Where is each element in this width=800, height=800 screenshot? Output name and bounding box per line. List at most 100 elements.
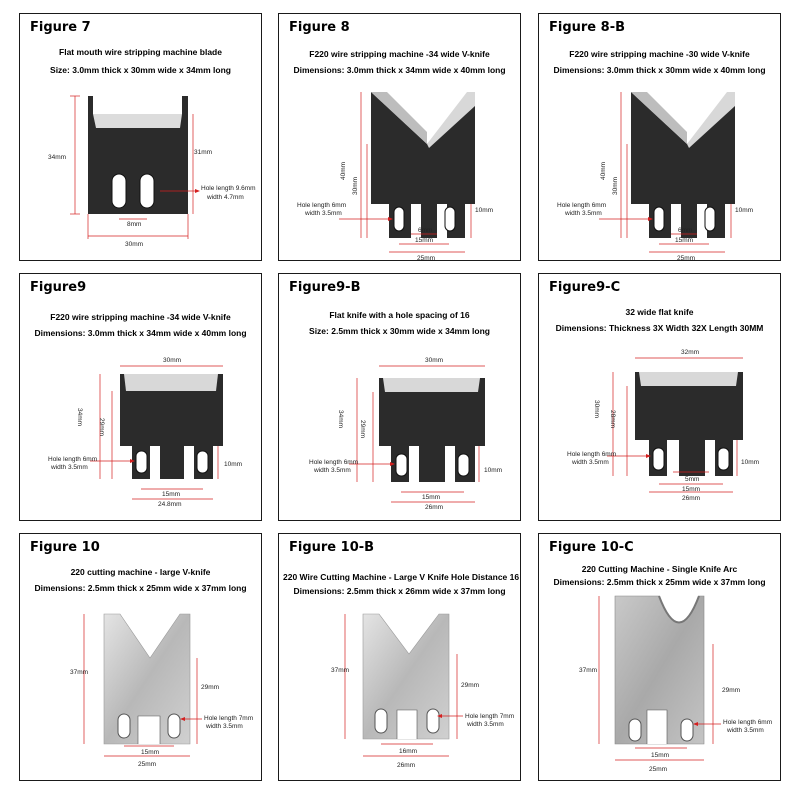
dim-hole-width: width 3.5mm [304,210,342,217]
dim-hole-length: Hole length 6mm [309,459,358,466]
figure-dimensions: Size: 3.0mm thick x 30mm wide x 34mm lon… [50,65,231,75]
figure-dimensions: Dimensions: 3.0mm thick x 30mm wide x 40… [553,65,766,75]
figure-caption: Flat mouth wire stripping machine blade [59,47,222,57]
dim-mid: 15mm [675,237,693,244]
figure-panel-9: Figure9 F220 wire stripping machine -34 … [19,273,262,521]
dim-inner: 29mm [98,418,105,436]
figure-label: Figure9-C [549,280,621,295]
figure-panel-10b: Figure 10-B 220 Wire Cutting Machine - L… [278,533,521,781]
figure-caption: F220 wire stripping machine -34 wide V-k… [309,49,490,59]
dim-width: 25mm [138,761,156,768]
dim-height: 34mm [337,410,344,428]
dim-side: 10mm [484,467,502,474]
dim-height: 37mm [70,669,88,676]
dim-hole-width: width 3.5mm [50,464,88,471]
dim-mid: 15mm [415,237,433,244]
figure-caption: Flat knife with a hole spacing of 16 [329,310,470,320]
dim-hole-width: width 3.5mm [466,721,504,728]
dim-inner: 30mm [612,177,619,195]
dim-width: 30mm [125,241,143,248]
dim-width: 26mm [425,504,443,511]
dim-hole-length: Hole length 7mm [465,713,514,720]
dim-spacing: 8mm [127,221,141,228]
figure-label: Figure9-B [289,280,361,295]
blade-drawing: 32mm 30mm 28mm Hole length 6mm width 3.5… [567,349,759,502]
blade-drawing: 37mm 29mm Hole length 6mm width 3.5mm 15… [579,595,772,773]
dim-spacing: 6mm [678,227,692,234]
dim-inner: 30mm [352,177,359,195]
figure-panel-8: Figure 8 F220 wire stripping machine -34… [278,13,521,261]
dim-width: 25mm [649,766,667,773]
figure-caption: 220 cutting machine - large V-knife [70,567,211,577]
figure-label: Figure 10-B [289,540,375,555]
dim-width: 26mm [397,762,415,769]
dim-side: 10mm [735,207,753,214]
figure-dimensions: Dimensions: Thickness 3X Width 32X Lengt… [555,323,764,333]
dim-height: 30mm [593,400,600,418]
dim-width: 26mm [682,495,700,502]
figure-dimensions: Dimensions: 2.5mm thick x 25mm wide x 37… [553,577,766,587]
figure-label: Figure 10 [30,540,100,555]
dim-mid: 15mm [651,752,669,759]
blade-drawing: 30mm 34mm 29mm Hole length 6mm width 3.5… [309,357,502,511]
dim-height: 34mm [48,154,66,161]
figure-label: Figure 8-B [549,20,626,35]
dim-hole-width: width 3.5mm [726,727,764,734]
blade-drawing: 40mm 30mm Hole length 6mm width 3.5mm 10… [297,92,493,261]
dim-width: 25mm [677,255,695,261]
blade-drawing: 37mm 29mm Hole length 7mm width 3.5mm 15… [70,613,253,768]
dim-height: 40mm [600,162,607,180]
figure-caption: 220 Wire Cutting Machine - Large V Knife… [283,572,520,582]
dim-top: 32mm [681,349,699,356]
figure-caption: 32 wide flat knife [625,307,694,317]
dim-spacing: 5mm [685,476,699,483]
dim-hole-width: width 3.5mm [313,467,351,474]
dim-hole-width: width 4.7mm [206,194,244,201]
figure-dimensions: Size: 2.5mm thick x 30mm wide x 34mm lon… [309,326,490,336]
blade-drawing: 37mm 29mm Hole length 7mm width 3.5mm 16… [331,613,514,769]
dim-hole-length: Hole length 6mm [557,202,606,209]
figure-panel-10c: Figure 10-C 220 Cutting Machine - Single… [538,533,781,781]
dim-side: 10mm [475,207,493,214]
figure-caption: F220 wire stripping machine -30 wide V-k… [569,49,750,59]
dim-inner: 29mm [201,684,219,691]
figure-dimensions: Dimensions: 2.5mm thick x 26mm wide x 37… [293,586,506,596]
dim-side: 10mm [741,459,759,466]
figure-panel-9b: Figure9-B Flat knife with a hole spacing… [278,273,521,521]
dim-hole-length: Hole length 6mm [48,456,97,463]
dim-spacing: 6mm [418,227,432,234]
figure-caption: F220 wire stripping machine -34 wide V-k… [50,312,231,322]
dim-width: 25mm [417,255,435,261]
figure-panel-7: Figure 7 Flat mouth wire stripping machi… [19,13,262,261]
dim-height: 37mm [579,667,597,674]
dim-inner: 31mm [194,149,212,156]
figure-dimensions: Dimensions: 3.0mm thick x 34mm wide x 40… [293,65,506,75]
figure-dimensions: Dimensions: 2.5mm thick x 25mm wide x 37… [34,583,247,593]
dim-hole-length: Hole length 6mm [723,719,772,726]
figure-caption: 220 Cutting Machine - Single Knife Arc [581,564,738,574]
dim-top: 30mm [425,357,443,364]
figure-label: Figure9 [30,280,87,295]
dim-hole-width: width 3.5mm [571,459,609,466]
figure-panel-8b: Figure 8-B F220 wire stripping machine -… [538,13,781,261]
dim-mid: 15mm [162,491,180,498]
figure-panel-10: Figure 10 220 cutting machine - large V-… [19,533,262,781]
figure-dimensions: Dimensions: 3.0mm thick x 34mm wide x 40… [34,328,247,338]
figure-panel-9c: Figure9-C 32 wide flat knife Dimensions:… [538,273,781,521]
dim-hole-width: width 3.5mm [564,210,602,217]
dim-side: 10mm [224,461,242,468]
dim-height: 40mm [340,162,347,180]
dim-height: 37mm [331,667,349,674]
dim-hole-length: Hole length 7mm [204,715,253,722]
dim-hole-length: Hole length 6mm [297,202,346,209]
figure-label: Figure 8 [289,20,350,35]
dim-hole-width: width 3.5mm [205,723,243,730]
blade-drawing: 30mm 34mm 29mm Hole length 6mm width 3.5… [48,357,242,508]
figure-label: Figure 7 [30,20,91,35]
dim-hole-length: Hole length 6mm [567,451,616,458]
blade-drawing: 34mm 31mm Hole length 9.6mm width 4.7mm … [48,95,256,248]
dim-inner: 29mm [461,682,479,689]
dim-hole-length: Hole length 9.6mm [201,185,256,192]
dim-inner: 29mm [722,687,740,694]
dim-top: 30mm [163,357,181,364]
